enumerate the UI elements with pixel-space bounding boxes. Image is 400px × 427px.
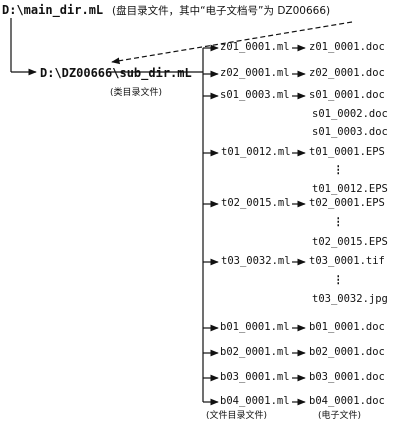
dir-file-label: z02_0001.ml xyxy=(220,67,290,79)
dir-file-label: t03_0032.ml xyxy=(221,255,291,267)
e-file-label: b03_0001.doc xyxy=(309,371,385,383)
root-dir-path: D:\main_dir.mL xyxy=(2,3,104,17)
dir-file-label: s01_0003.ml xyxy=(220,89,290,101)
e-file-label: z01_0001.doc xyxy=(309,41,385,53)
dir-file-label: t01_0012.ml xyxy=(221,146,291,158)
e-file-label: t01_0012.EPS xyxy=(312,183,388,195)
dir-file-label: t02_0015.ml xyxy=(221,197,291,209)
dir-files-caption: (文件目录文件) xyxy=(206,411,268,421)
e-file-label: s01_0003.doc xyxy=(312,126,388,138)
e-file-label: s01_0002.doc xyxy=(312,108,388,120)
e-file-label: b01_0001.doc xyxy=(309,321,385,333)
root-dir-note: (盘目录文件，其中“电子文档号”为 DZ00666) xyxy=(112,5,331,17)
dir-file-label: b03_0001.ml xyxy=(220,371,290,383)
e-file-label: t03_0001.tif xyxy=(309,255,385,267)
dashed-reference-arrow xyxy=(111,21,353,65)
e-files-caption: (电子文件) xyxy=(318,411,362,421)
e-file-label: t02_0015.EPS xyxy=(312,236,388,248)
ellipsis-mark: ⋮ xyxy=(333,274,344,286)
dir-file-label: z01_0001.ml xyxy=(220,41,290,53)
dir-file-label: b04_0001.ml xyxy=(220,395,290,407)
dir-file-label: b01_0001.ml xyxy=(220,321,290,333)
e-file-label: s01_0001.doc xyxy=(309,89,385,101)
e-file-label: b04_0001.doc xyxy=(309,395,385,407)
e-file-label: b02_0001.doc xyxy=(309,346,385,358)
sub-dir-path: D:\DZ00666\sub_dir.mL xyxy=(40,66,192,80)
ellipsis-mark: ⋮ xyxy=(333,216,344,228)
e-file-label: t03_0032.jpg xyxy=(312,293,388,305)
e-file-label: t01_0001.EPS xyxy=(309,146,385,158)
dir-file-label: b02_0001.ml xyxy=(220,346,290,358)
e-file-label: z02_0001.doc xyxy=(309,67,385,79)
e-file-label: t02_0001.EPS xyxy=(309,197,385,209)
sub-dir-caption: (类目录文件) xyxy=(110,88,163,98)
ellipsis-mark: ⋮ xyxy=(333,164,344,176)
